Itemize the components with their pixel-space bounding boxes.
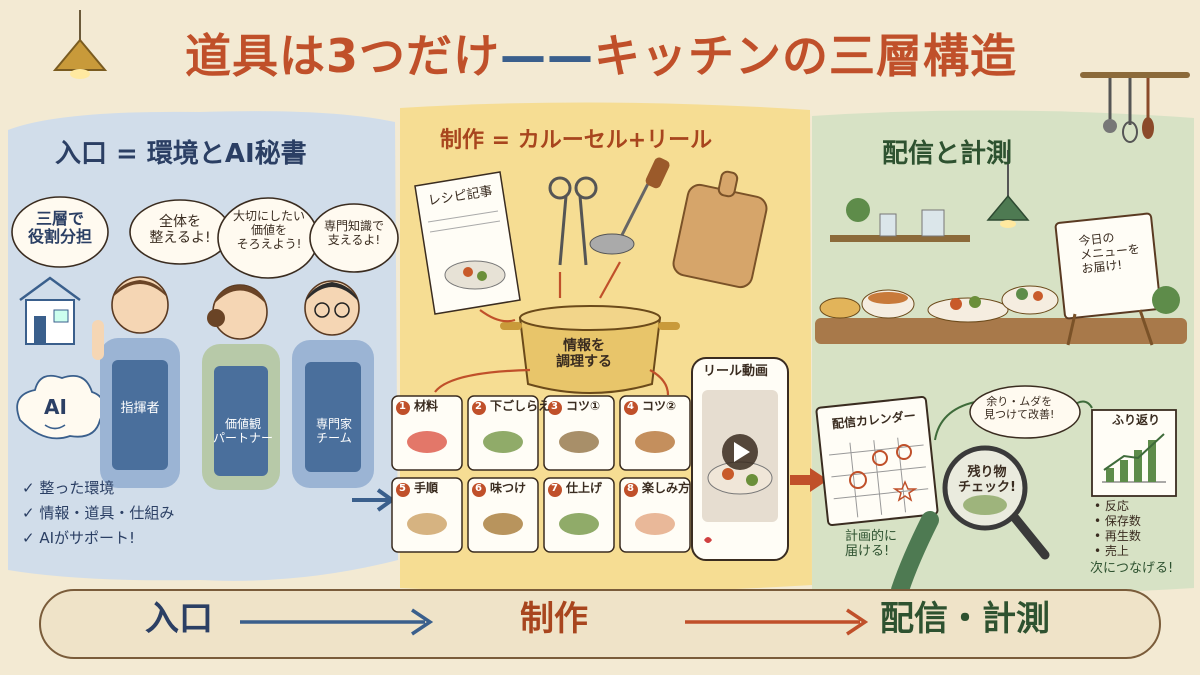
carousel-card-badge [396,483,410,497]
right-panel-heading: 配信と計測 [882,139,1013,169]
carousel-card-number: 8 [627,483,634,494]
review-note: 次につなげる! [1090,561,1174,576]
review-title: ふり返り [1112,413,1161,427]
hanging-lamp-icon [52,10,108,79]
ai-cloud-label: AI [44,395,67,419]
dishes [819,285,1059,323]
plant-icon [1152,286,1180,314]
carousel-card-label: 手順 [414,481,439,495]
carousel-card-illustration [559,513,599,535]
carousel-card-number: 1 [399,401,406,412]
review-item-saves: • 保存数 [1094,514,1141,528]
carousel-card-illustration [635,431,675,453]
cutting-board-icon [672,170,768,289]
carousel-card-label: 仕上げ [566,481,603,495]
carousel-card-number: 6 [475,483,482,494]
carousel-card-label: コツ② [642,399,677,413]
ladle-icon [589,157,670,255]
reel-phone [691,357,789,561]
recipe-article-icon [414,171,521,315]
carousel-card-number: 5 [399,483,406,494]
apron-label-expert: 専門家 チーム [315,417,352,445]
left-panel-heading: 入口 = 環境とAI秘書 [55,139,307,169]
review-item-plays: • 再生数 [1094,529,1141,543]
cooking-pot-icon [500,305,680,394]
carousel-card-badge [548,401,562,415]
check-item-3: ✓ AIがサポート! [22,529,136,547]
carousel-card-number: 3 [551,401,558,412]
bottom-step-delivery: 配信・計測 [880,599,1050,639]
carousel-card-illustration [483,431,523,453]
carousel-card-number: 2 [475,401,482,412]
carousel-card-illustration [635,513,675,535]
carousel-card-illustration [407,431,447,453]
apron-label-conductor: 指揮者 [120,401,160,416]
pot-label: 情報を 調理する [556,338,612,371]
carousel-cards [391,395,691,553]
carousel-card-badge [548,483,562,497]
check-item-2: ✓ 情報・道具・仕組み [22,504,175,522]
bubble-expert: 専門知識で 支えるよ! [323,219,384,247]
apron-label-partner: 価値観 パートナー [212,417,273,445]
review-item-reaction: • 反応 [1094,499,1129,513]
carousel-card-number: 4 [627,401,634,412]
improve-bubble [969,385,1081,439]
bubble-main: 三層で 役割分担 [27,209,92,247]
counter-table [815,318,1187,344]
menu-sign-text: 今日の メニューを お届け! [1077,230,1141,276]
bubble-conductor: 全体を 整えるよ! [149,214,211,247]
pot-arrows [434,261,670,396]
carousel-card-label: 楽しみ方 [642,481,691,495]
speech-bubbles-left [11,196,399,279]
page-title: 道具は3つだけ——キッチンの三層構造 [185,29,1018,83]
person-conductor [92,276,180,488]
carousel-card-label: 材料 [414,399,439,413]
carousel-card-badge [396,401,410,415]
calendar-note: 計画的に 届ける! [845,529,898,559]
bubble-partner: 大切にしたい 価値を そろえよう! [232,209,305,251]
carousel-card-illustration [407,513,447,535]
bottom-step-entry: 入口 [145,599,213,639]
house-icon [19,276,81,345]
person-values-partner [202,284,280,490]
carousel-card-label: 味つけ [490,481,527,495]
bottom-arrow-1 [240,608,434,636]
pendant-lamp-icon [986,150,1030,228]
kitchen-shelf [830,198,970,242]
carousel-card-number: 7 [551,483,558,494]
carousel-card-label: 下ごしらえ [490,399,551,413]
carousel-card-badge [624,401,638,415]
review-chart-board [1091,409,1177,497]
magnifier-text: 残り物 チェック! [958,465,1016,495]
carousel-card-label: コツ① [566,399,601,413]
magnifier-icon [891,445,1050,599]
ai-cloud-icon [16,374,105,440]
utensil-rack-icon [1080,72,1190,143]
improve-bubble-text: 余り・ムダを 見つけて改善! [984,395,1055,421]
carousel-card-illustration [559,431,599,453]
person-expert-team [292,280,374,488]
menu-sign-easel [1054,212,1162,346]
carousel-card-badge [624,483,638,497]
carousel-card-badge [472,483,486,497]
middle-panel-heading: 制作 = カルーセル+リール [440,128,713,153]
bottom-step-production: 制作 [520,599,588,639]
check-item-1: ✓ 整った環境 [22,479,115,497]
carousel-card-illustration [483,513,523,535]
review-item-sales: • 売上 [1094,544,1129,558]
scissors-icon [548,176,598,266]
reel-video-label: リール動画 [703,364,769,379]
bottom-arrow-2 [685,608,869,636]
bottom-flow-bar [39,589,1161,659]
carousel-card-badge [472,401,486,415]
delivery-calendar [815,395,939,527]
